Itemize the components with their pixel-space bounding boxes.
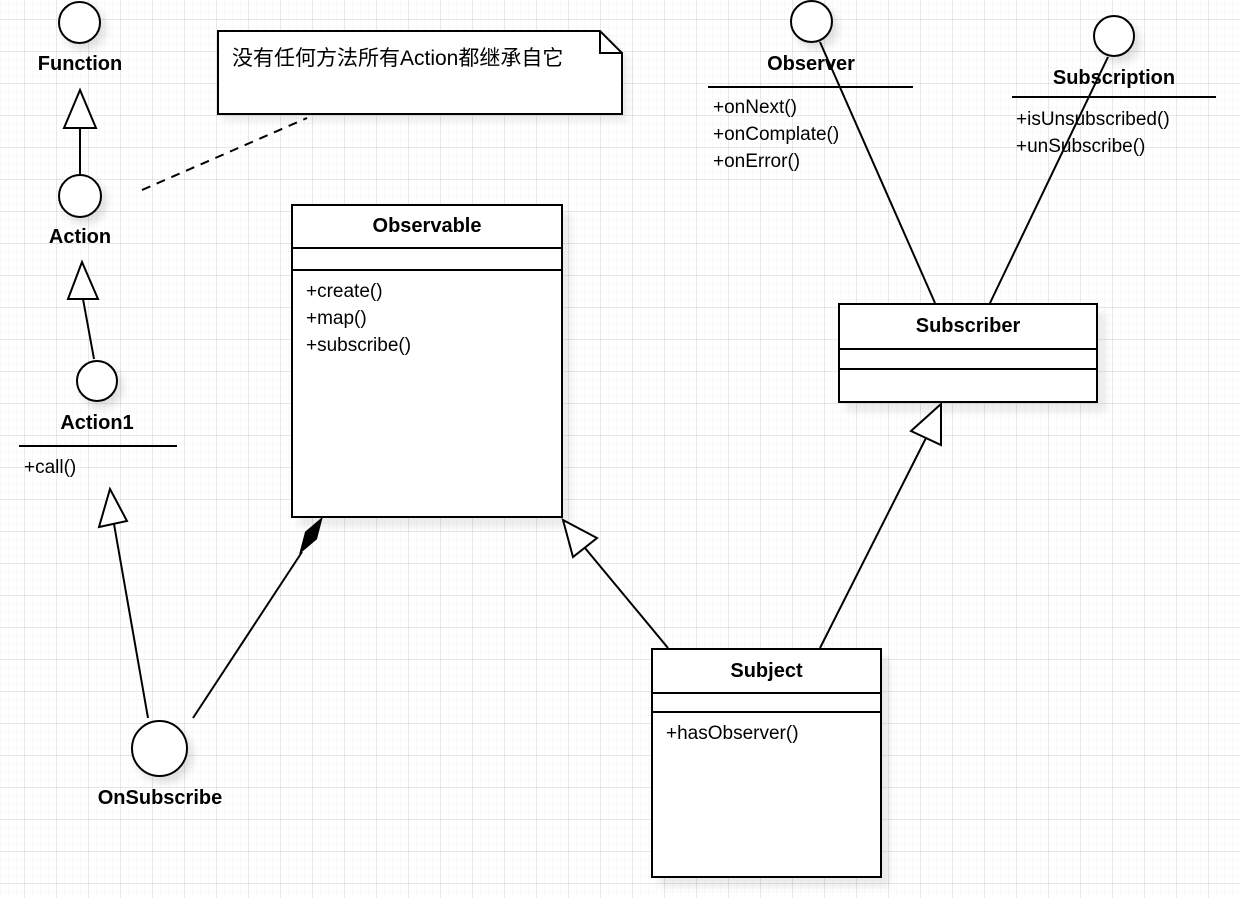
class-box-subject[interactable]: Subject +hasObserver() [651, 648, 882, 878]
method-label: +unSubscribe() [1016, 136, 1146, 157]
interface-circle-subscription[interactable] [1093, 15, 1135, 57]
interface-label-subscription: Subscription [1052, 67, 1176, 89]
interface-label-function: Function [37, 53, 123, 75]
class-attrs-subject [653, 694, 880, 713]
interface-methods-observer: +onNext() +onComplate() +onError() [713, 94, 839, 175]
interface-label-action1: Action1 [60, 412, 134, 434]
interface-circle-action[interactable] [58, 174, 102, 218]
interface-methods-action1: +call() [24, 454, 76, 481]
class-box-subscriber[interactable]: Subscriber [838, 303, 1098, 403]
note-text: 没有任何方法所有Action都继承自它 [232, 47, 564, 70]
method-label: +create() [306, 281, 383, 302]
note-shape[interactable] [217, 30, 623, 115]
class-methods-subject: +hasObserver() [653, 713, 880, 876]
method-label: +isUnsubscribed() [1016, 109, 1170, 130]
interface-label-action: Action [48, 226, 112, 248]
class-methods-observable: +create() +map() +subscribe() [293, 271, 561, 516]
interface-circle-onsubscribe[interactable] [131, 720, 188, 777]
class-title-subscriber: Subscriber [840, 305, 1096, 350]
class-title-observable: Observable [293, 206, 561, 249]
interface-circle-observer[interactable] [790, 0, 833, 43]
interface-separator-observer [708, 86, 913, 88]
method-label: +map() [306, 308, 367, 329]
class-attrs-subscriber [840, 350, 1096, 370]
class-box-observable[interactable]: Observable +create() +map() +subscribe() [291, 204, 563, 518]
method-label: +subscribe() [306, 335, 412, 356]
method-label: +call() [24, 457, 77, 478]
interface-methods-subscription: +isUnsubscribed() +unSubscribe() [1016, 106, 1170, 160]
interface-separator-action1 [19, 445, 177, 447]
interface-label-onsubscribe: OnSubscribe [97, 787, 223, 809]
note-fold-icon [599, 31, 622, 54]
interface-separator-subscription [1012, 96, 1216, 98]
class-title-subject: Subject [653, 650, 880, 694]
class-attrs-observable [293, 249, 561, 271]
interface-circle-action1[interactable] [76, 360, 118, 402]
method-label: +onComplate() [713, 124, 840, 145]
interface-label-observer: Observer [767, 53, 855, 75]
interface-circle-function[interactable] [58, 1, 101, 44]
method-label: +onError() [713, 151, 801, 172]
method-label: +hasObserver() [666, 723, 799, 744]
method-label: +onNext() [713, 97, 797, 118]
class-methods-subscriber [840, 370, 1096, 401]
